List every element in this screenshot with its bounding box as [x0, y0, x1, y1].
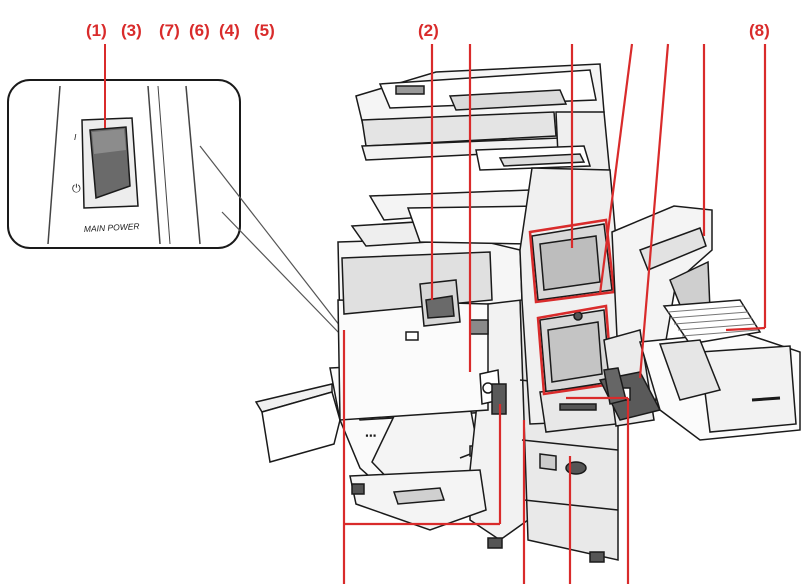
- main-power-inset: I ⏻ MAIN POWER: [7, 44, 241, 249]
- callout-7: (7): [159, 21, 180, 40]
- callout-8: (8): [749, 21, 770, 40]
- callout-3: (3): [121, 21, 142, 40]
- svg-text:· · ·: · · ·: [366, 433, 376, 440]
- inset-leaders: [199, 145, 341, 335]
- callout-labels: (1) (3) (7) (6) (4) (5) (2) (8): [86, 21, 770, 40]
- bypass-tray: [603, 299, 801, 441]
- printer-body: [337, 63, 623, 563]
- callout-6: (6): [189, 21, 210, 40]
- callout-1: (1): [86, 21, 107, 40]
- callout-leaders: [342, 43, 767, 584]
- callout-4: (4): [219, 21, 240, 40]
- main-power-label: MAIN POWER: [84, 221, 140, 234]
- standby-icon: ⏻: [72, 182, 81, 195]
- callout-5: (5): [254, 21, 275, 40]
- on-mark: I: [74, 132, 77, 142]
- callout-2: (2): [418, 21, 439, 40]
